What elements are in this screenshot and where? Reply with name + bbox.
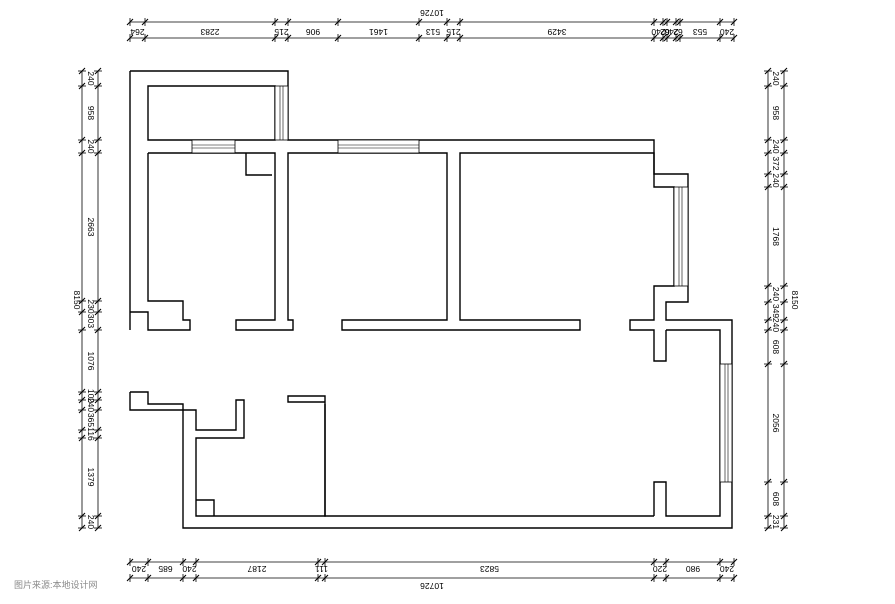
dimension-label: 303 xyxy=(86,314,96,328)
dimension-label: 230 xyxy=(86,299,96,313)
dimension-label: 3429 xyxy=(547,27,566,37)
wall-bedroom1 xyxy=(148,152,675,362)
dimension-label: 240 xyxy=(132,564,146,574)
dimension-label: 220 xyxy=(653,564,667,574)
wall-bedroom1-left xyxy=(130,153,191,331)
window-top-1 xyxy=(191,139,236,154)
dimension-label: 264 xyxy=(130,27,144,37)
windows xyxy=(191,85,733,483)
dimension-label: 349 xyxy=(771,304,781,318)
dimension-label: 1768 xyxy=(771,227,781,246)
dimension-label: 240 xyxy=(86,139,96,153)
bottom-total-label: 10726 xyxy=(420,581,444,591)
dimension-label: 513 xyxy=(426,27,440,37)
dimension-label: 685 xyxy=(158,564,172,574)
dimension-label: 365 xyxy=(86,413,96,427)
dimension-label: 240 xyxy=(182,564,196,574)
wall-bathroom xyxy=(129,392,326,517)
dimension-label: 2663 xyxy=(86,218,96,237)
dimension-label: 240 xyxy=(771,287,781,301)
dimension-label: 240 xyxy=(771,139,781,153)
dimension-label: 240 xyxy=(720,564,734,574)
walls xyxy=(129,70,733,529)
dimension-label: 240 xyxy=(771,318,781,332)
wall-closet xyxy=(245,153,272,176)
dimension-label: 1379 xyxy=(86,468,96,487)
dimension-label: 240 xyxy=(771,173,781,187)
dimension-label: 116 xyxy=(86,427,96,441)
dimension-label: 231 xyxy=(771,515,781,529)
dimension-label: 240 xyxy=(86,515,96,529)
dimension-label: 608 xyxy=(771,492,781,506)
dimension-label: 553 xyxy=(693,27,707,37)
dimension-label: 5823 xyxy=(480,564,499,574)
wall-balcony-inner xyxy=(147,85,276,141)
dimension-label: 62 xyxy=(673,27,683,37)
wall-right-inner xyxy=(653,329,721,517)
dimension-label: 240 xyxy=(720,27,734,37)
dimension-lines xyxy=(81,21,785,579)
dimension-label: 980 xyxy=(686,564,700,574)
dimension-label: 372 xyxy=(771,156,781,170)
dimension-label: 240 xyxy=(651,27,665,37)
left-total-label: 8150 xyxy=(72,291,82,310)
dimension-label: 2283 xyxy=(200,27,219,37)
wall-bathroom-2 xyxy=(324,404,654,517)
dimension-label: 958 xyxy=(86,106,96,120)
dimension-ticks xyxy=(78,18,788,582)
right-total-label: 8150 xyxy=(790,291,800,310)
dimension-label: 215 xyxy=(274,27,288,37)
dimension-label: 958 xyxy=(771,106,781,120)
top-total-label: 10726 xyxy=(420,8,444,18)
dimension-label: 1076 xyxy=(86,352,96,371)
wall-balcony xyxy=(130,70,733,529)
window-top-2 xyxy=(337,139,420,154)
dimension-label: 100 xyxy=(86,389,96,403)
dimension-label: 1461 xyxy=(369,27,388,37)
dimension-label: 62 xyxy=(660,27,670,37)
dimension-label: 240 xyxy=(664,27,678,37)
watermark: 图片来源:本地设计网 xyxy=(14,579,98,590)
window-right-1 xyxy=(673,186,689,287)
window-right-2 xyxy=(719,363,733,483)
dimension-label: 240 xyxy=(771,71,781,85)
dimension-label: 906 xyxy=(306,27,320,37)
dimension-label: 608 xyxy=(771,340,781,354)
dimension-label: 240 xyxy=(86,71,96,85)
dimension-label: 2187 xyxy=(247,564,266,574)
wall-small-box xyxy=(196,499,215,516)
dimension-label: 2056 xyxy=(771,414,781,433)
dimension-label: 111 xyxy=(315,564,328,574)
dimension-label: 215 xyxy=(446,27,460,37)
window-balcony xyxy=(274,85,289,141)
dimension-label: 240 xyxy=(86,398,96,412)
